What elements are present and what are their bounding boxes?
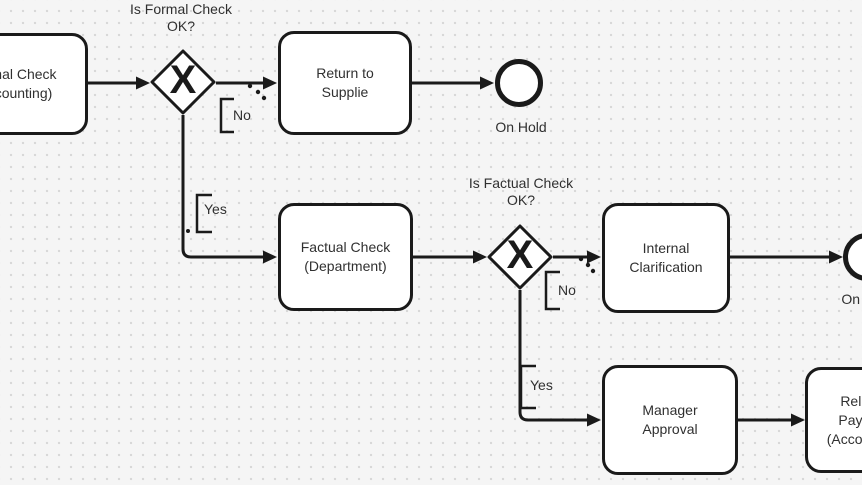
edge-gateway-yes-to-manager[interactable] — [518, 290, 590, 422]
end-event-on-hold-1[interactable] — [495, 59, 543, 107]
label-bracket-no-2 — [544, 270, 560, 311]
stray-dots — [186, 83, 596, 274]
label-bracket-yes-1 — [195, 193, 212, 234]
arrowhead — [136, 76, 150, 90]
edge-label-factual-no[interactable]: No — [558, 282, 576, 298]
task-internal-clarification[interactable]: Internal Clarification — [602, 203, 730, 313]
arrowhead — [473, 250, 487, 264]
event-label-on-hold-2[interactable]: On Hold — [841, 291, 860, 307]
arrowhead — [791, 413, 805, 427]
gateway-factual-check[interactable]: X — [487, 224, 553, 290]
task-formal-check[interactable]: Formal Check (Accounting) — [0, 33, 88, 135]
task-release-payment[interactable]: Release Payment (Accounting) — [805, 367, 862, 473]
xor-gateway-marker: X — [169, 58, 197, 102]
arrowhead — [263, 250, 277, 264]
arrowhead — [829, 250, 843, 264]
task-factual-check[interactable]: Factual Check (Department) — [278, 203, 413, 311]
label-bracket-yes-2 — [519, 364, 536, 410]
diamond-shape — [150, 49, 216, 115]
arrowhead — [263, 76, 277, 90]
edge-gateway-yes-to-factual[interactable] — [181, 115, 266, 259]
gateway-formal-check[interactable]: X — [150, 49, 216, 115]
arrowhead — [587, 250, 601, 264]
edge-label-formal-no[interactable]: No — [233, 107, 251, 123]
diamond-shape — [487, 224, 553, 290]
gateway-question-factual[interactable]: Is Factual Check OK? — [468, 175, 574, 208]
task-return-to-supplier[interactable]: Return to Supplie — [278, 31, 412, 135]
arrowhead — [587, 413, 601, 427]
label-bracket-no-1 — [219, 97, 234, 134]
edge-label-factual-yes[interactable]: Yes — [530, 377, 553, 393]
event-label-on-hold-1[interactable]: On Hold — [495, 119, 547, 135]
arrowhead — [480, 76, 494, 90]
task-manager-approval[interactable]: Manager Approval — [602, 365, 738, 475]
gateway-question-formal[interactable]: Is Formal Check OK? — [130, 1, 232, 34]
xor-gateway-marker: X — [506, 233, 534, 277]
edge-label-formal-yes[interactable]: Yes — [204, 201, 227, 217]
